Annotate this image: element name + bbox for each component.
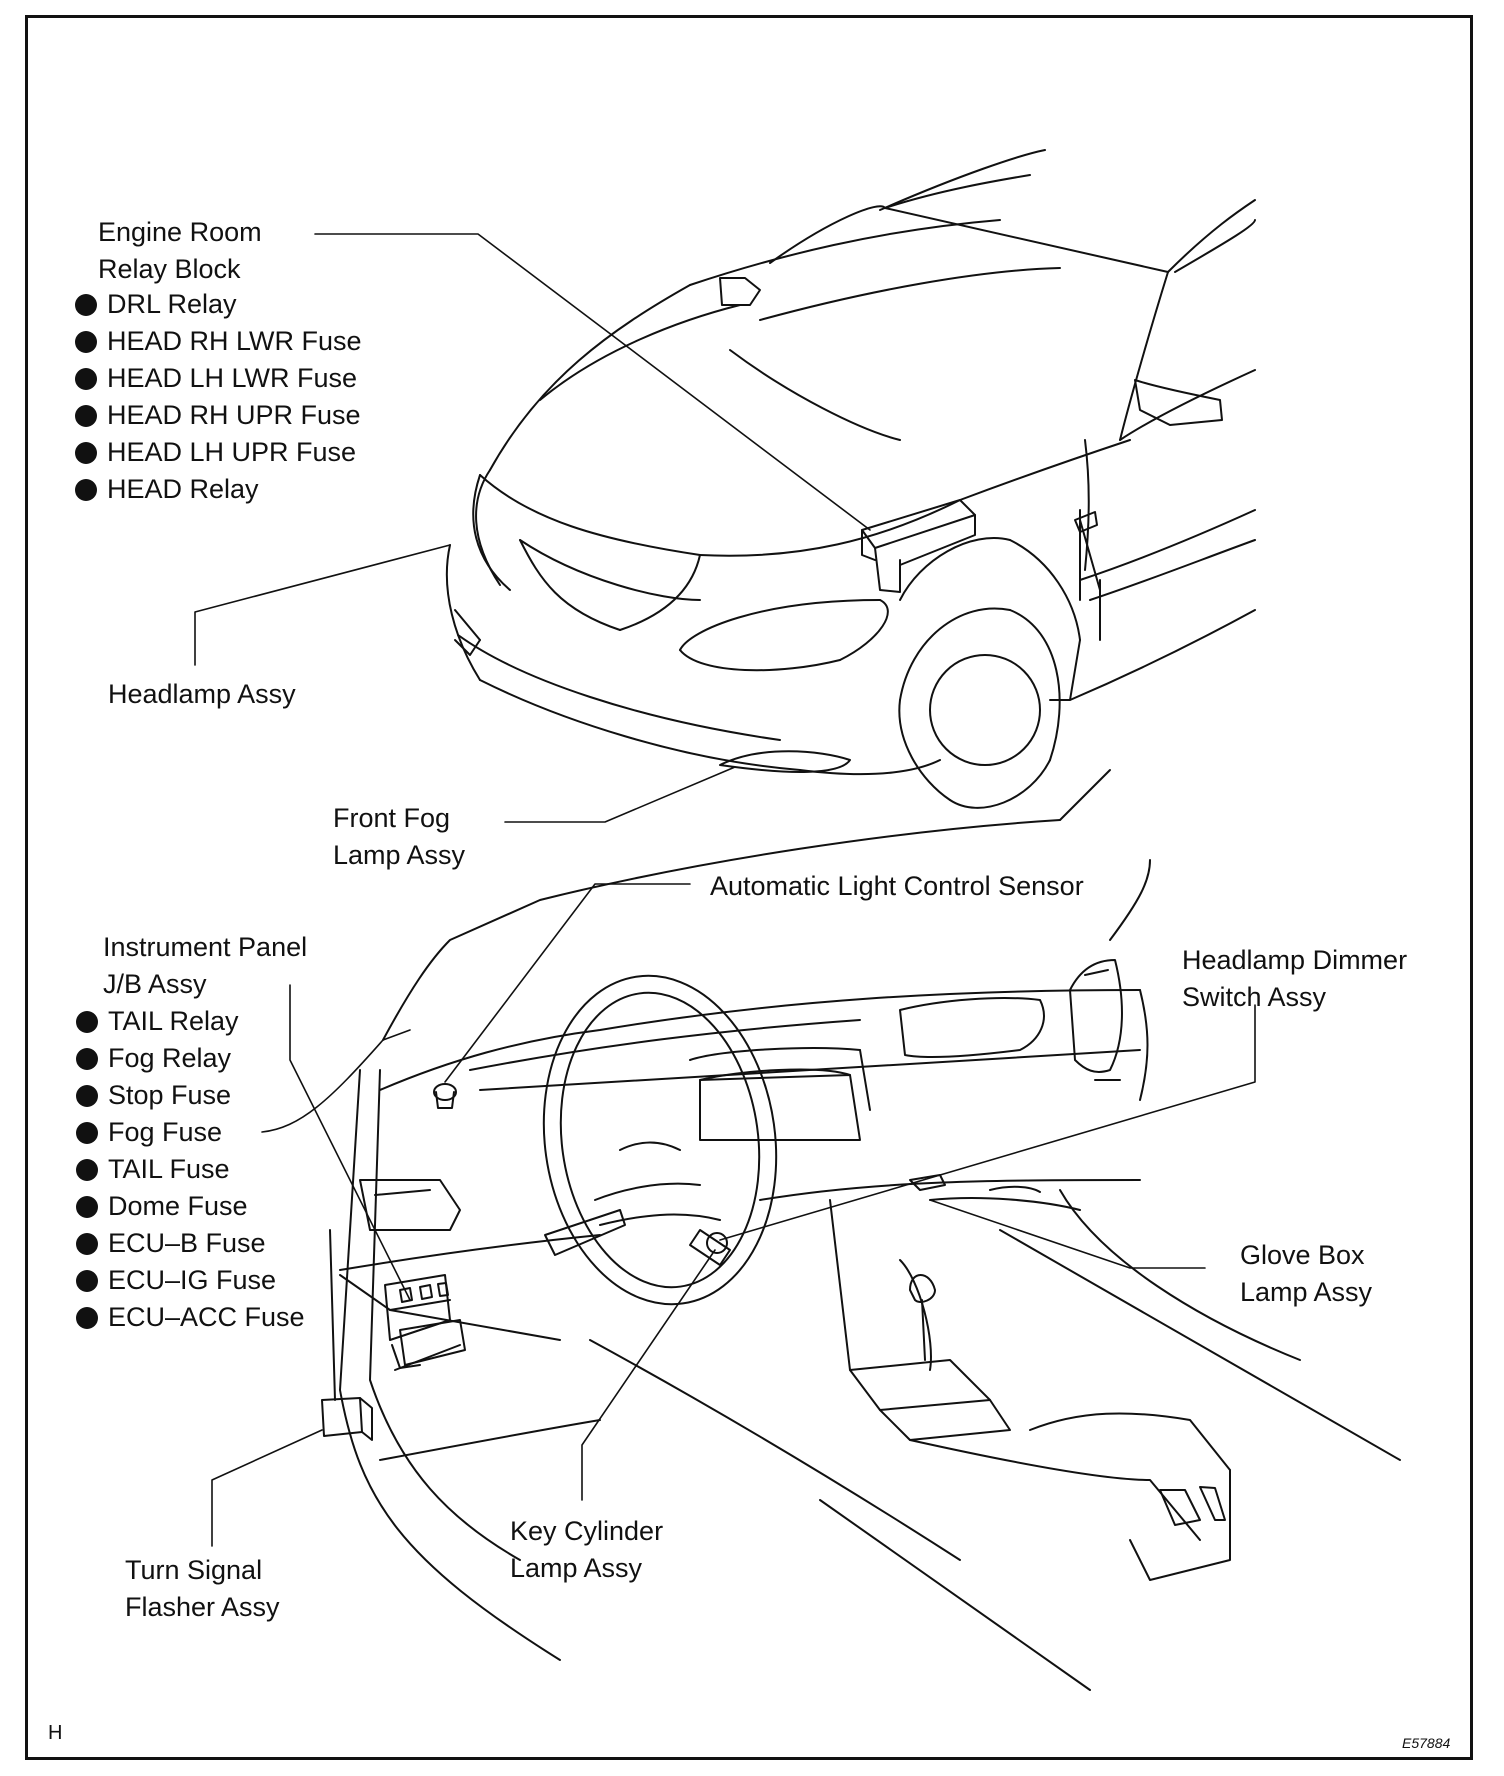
list-item: TAIL Relay	[76, 1003, 305, 1040]
list-item: HEAD RH UPR Fuse	[75, 397, 362, 434]
glove-box-line-2: Lamp Assy	[1240, 1277, 1373, 1307]
instrument-panel-title-line-1: Instrument Panel	[103, 932, 308, 962]
list-item: Fog Relay	[76, 1040, 305, 1077]
list-item: ECU–IG Fuse	[76, 1262, 305, 1299]
engine-room-title-line-1: Engine Room	[98, 217, 262, 247]
engine-room-title-line-2: Relay Block	[98, 254, 241, 284]
key-cylinder-line-1: Key Cylinder	[510, 1516, 664, 1546]
list-item: TAIL Fuse	[76, 1151, 305, 1188]
engine-room-components-list: DRL Relay HEAD RH LWR Fuse HEAD LH LWR F…	[75, 286, 362, 508]
list-item: ECU–B Fuse	[76, 1225, 305, 1262]
corner-mark: H	[48, 1722, 63, 1744]
car-body-illustration	[445, 149, 1256, 809]
list-item: HEAD RH LWR Fuse	[75, 323, 362, 360]
front-fog-line-1: Front Fog	[333, 803, 451, 833]
automatic-light-sensor-label: Automatic Light Control Sensor	[710, 871, 1084, 901]
list-item: HEAD LH UPR Fuse	[75, 434, 362, 471]
list-item: Stop Fuse	[76, 1077, 305, 1114]
list-item: HEAD LH LWR Fuse	[75, 360, 362, 397]
headlamp-dimmer-switch-label: Headlamp Dimmer Switch Assy	[1182, 942, 1407, 1016]
light-sensor-marker	[433, 1083, 457, 1109]
headlamp-dimmer-line-2: Switch Assy	[1182, 982, 1327, 1012]
figure-code: E57884	[1402, 1735, 1451, 1751]
headlamp-dimmer-line-1: Headlamp Dimmer	[1182, 945, 1408, 975]
turn-signal-line-2: Flasher Assy	[125, 1592, 280, 1622]
key-cylinder-line-2: Lamp Assy	[510, 1553, 643, 1583]
glove-box-lamp-label: Glove Box Lamp Assy	[1240, 1237, 1372, 1311]
headlamp-assy-label: Headlamp Assy	[108, 679, 296, 709]
list-item: ECU–ACC Fuse	[76, 1299, 305, 1336]
list-item: HEAD Relay	[75, 471, 362, 508]
key-cylinder-lamp-label: Key Cylinder Lamp Assy	[510, 1513, 663, 1587]
glove-box-line-1: Glove Box	[1240, 1240, 1365, 1270]
front-fog-lamp-label: Front Fog Lamp Assy	[333, 800, 465, 874]
instrument-panel-jb-label: Instrument Panel J/B Assy	[103, 929, 307, 1003]
leader-lines	[194, 233, 1256, 1547]
list-item: Dome Fuse	[76, 1188, 305, 1225]
interior-illustration	[321, 769, 1401, 1691]
list-item: DRL Relay	[75, 286, 362, 323]
front-fog-line-2: Lamp Assy	[333, 840, 466, 870]
list-item: Fog Fuse	[76, 1114, 305, 1151]
instrument-panel-components-list: TAIL Relay Fog Relay Stop Fuse Fog Fuse …	[76, 1003, 305, 1336]
turn-signal-line-1: Turn Signal	[125, 1555, 263, 1585]
diagram-frame	[25, 15, 1473, 1760]
turn-signal-flasher-label: Turn Signal Flasher Assy	[125, 1552, 280, 1626]
engine-room-relay-block-label: Engine Room Relay Block	[98, 214, 262, 288]
instrument-panel-title-line-2: J/B Assy	[103, 969, 207, 999]
